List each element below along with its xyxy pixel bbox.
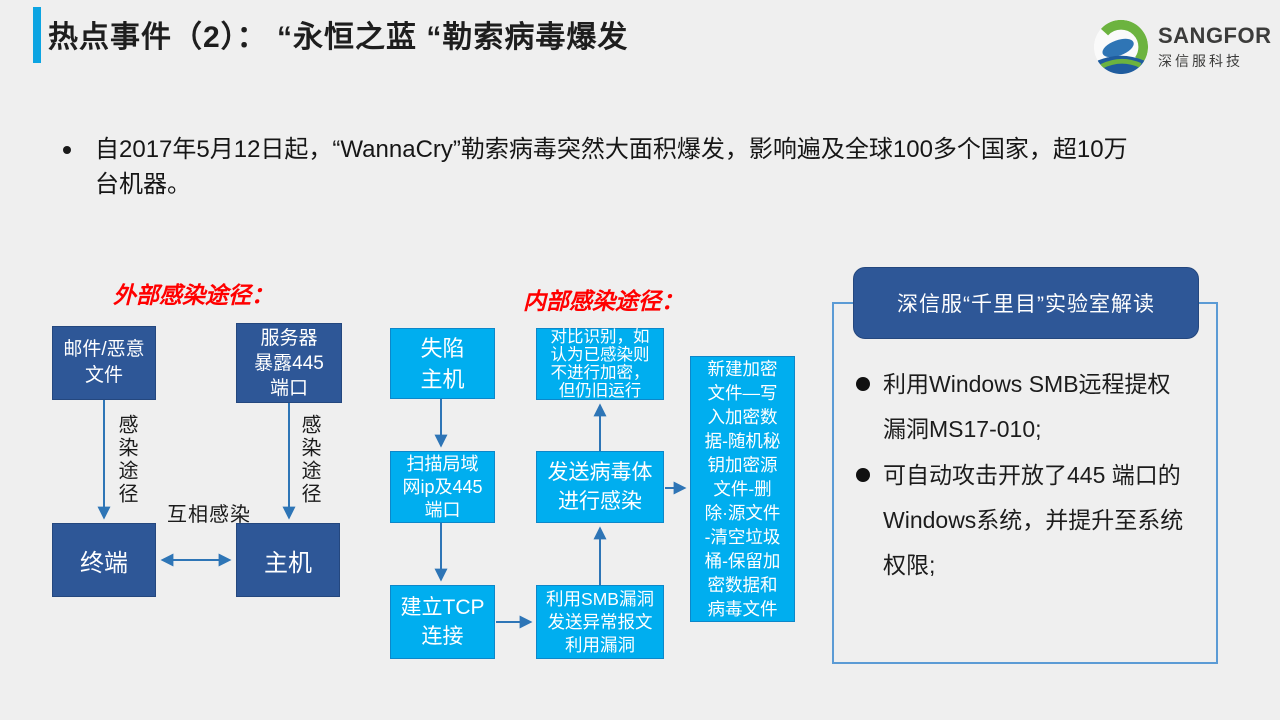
infection-path-label-left: 感染途径 (115, 414, 137, 506)
title-accent-bar (33, 7, 41, 63)
external-path-label: 外部感染途径： (113, 282, 274, 308)
mutual-infection-label: 互相感染 (167, 504, 251, 526)
logo-text: SANGFOR 深信服科技 (1158, 22, 1272, 71)
slide-title: 热点事件（2）： “永恒之蓝 “勒索病毒爆发 (48, 21, 629, 54)
lab-bullet-1: 利用Windows SMB远程提权 漏洞MS17-010; (883, 371, 1171, 442)
node-server-exposed-445: 服务器 暴露445 端口 (236, 323, 342, 403)
node-smb-exploit: 利用SMB漏洞 发送异常报文 利用漏洞 (536, 585, 664, 659)
lab-panel-list: 利用Windows SMB远程提权 漏洞MS17-010; 可自动攻击开放了44… (856, 362, 1206, 589)
list-item: 可自动攻击开放了445 端口的 Windows系统，并提升至系统 权限; (856, 453, 1206, 588)
node-compare-identify: 对比识别，如 认为已感染则 不进行加密， 但仍旧运行 (536, 328, 664, 400)
bullet-dot-icon (856, 377, 870, 391)
intro-text: 自2017年5月12日起，“WannaCry”勒索病毒突然大面积爆发，影响遍及全… (95, 136, 1128, 198)
sangfor-globe-icon (1093, 19, 1149, 75)
lab-panel-header: 深信服“千里目”实验室解读 (853, 267, 1199, 339)
node-host: 主机 (236, 523, 340, 597)
infection-path-label-right: 感染途径 (298, 414, 320, 506)
node-terminal: 终端 (52, 523, 156, 597)
sangfor-logo: SANGFOR 深信服科技 (1092, 18, 1272, 76)
node-mail-malicious-file: 邮件/恶意 文件 (52, 326, 156, 400)
logo-subtitle: 深信服科技 (1158, 52, 1243, 69)
bullet-dot-icon (856, 468, 870, 482)
node-scan-lan: 扫描局域 网ip及445 端口 (390, 451, 495, 523)
node-compromised-host: 失陷 主机 (390, 328, 495, 399)
node-encrypt-files: 新建加密 文件—写 入加密数 据-随机秘 钥加密源 文件-删 除·源文件 -清空… (690, 356, 795, 622)
intro-bullet-dot (63, 146, 71, 154)
logo-brand: SANGFOR (1158, 22, 1272, 48)
list-item: 利用Windows SMB远程提权 漏洞MS17-010; (856, 362, 1206, 452)
internal-path-label: 内部感染途径： (523, 288, 684, 314)
node-tcp-connect: 建立TCP 连接 (390, 585, 495, 659)
node-send-virus: 发送病毒体 进行感染 (536, 451, 664, 523)
lab-bullet-2: 可自动攻击开放了445 端口的 Windows系统，并提升至系统 权限; (883, 462, 1184, 578)
